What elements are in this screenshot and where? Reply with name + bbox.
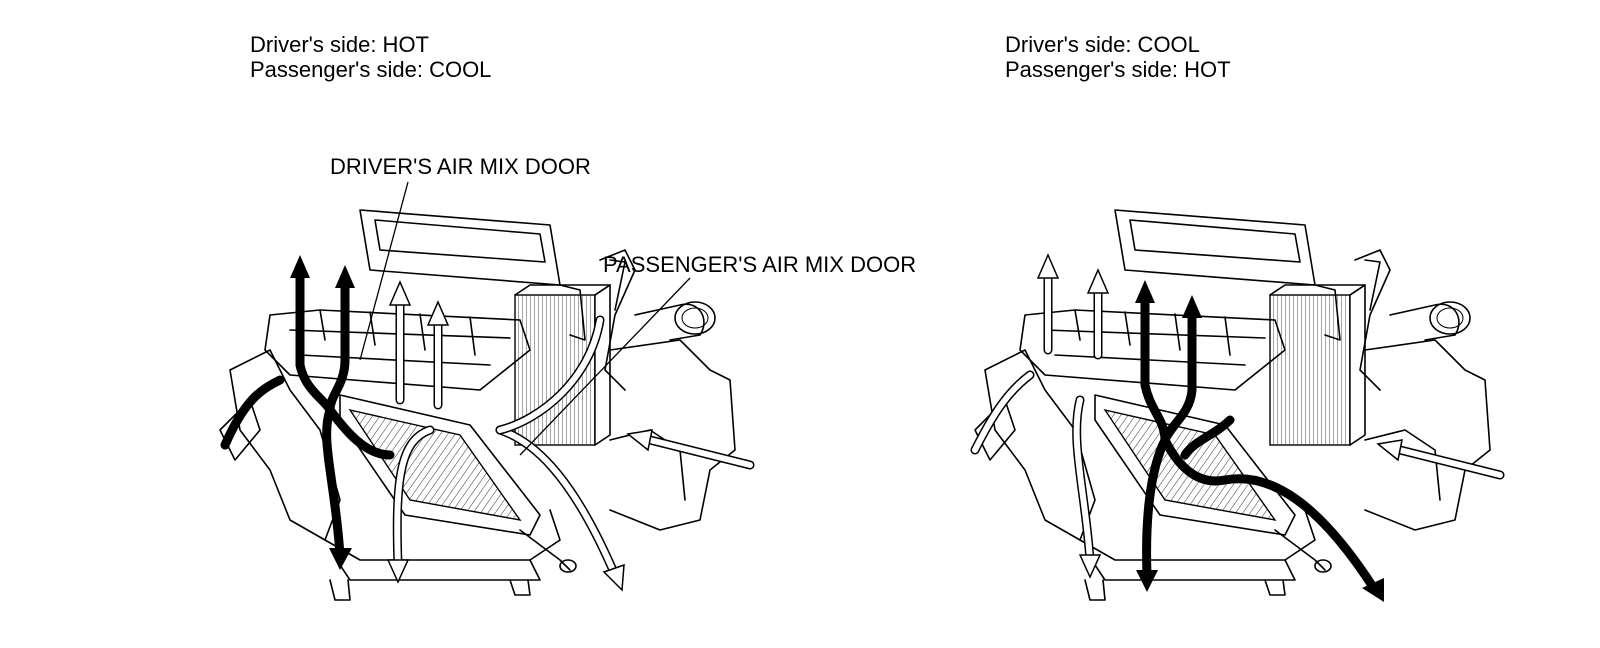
left-cool-airflow-arrows: [386, 280, 755, 592]
left-hot-airflow-arrows: [220, 255, 395, 570]
passenger-door-leader-line: [519, 277, 691, 456]
passenger-air-mix-door-label: PASSENGER'S AIR MIX DOOR: [603, 252, 917, 277]
driver-door-leader-line: [359, 181, 409, 361]
right-driver-side-text: Driver's side: COOL: [1005, 32, 1200, 57]
driver-air-mix-door-label: DRIVER'S AIR MIX DOOR: [330, 154, 591, 179]
right-cool-airflow-arrows: [970, 253, 1505, 579]
left-driver-side-text: Driver's side: HOT: [250, 32, 429, 57]
right-passenger-side-text: Passenger's side: HOT: [1005, 57, 1231, 82]
left-passenger-side-text: Passenger's side: COOL: [250, 57, 492, 82]
left-mode-caption: Driver's side: HOT Passenger's side: COO…: [250, 32, 491, 82]
right-mode-caption: Driver's side: COOL Passenger's side: HO…: [1005, 32, 1231, 82]
right-hot-airflow-arrows: [1135, 280, 1384, 602]
